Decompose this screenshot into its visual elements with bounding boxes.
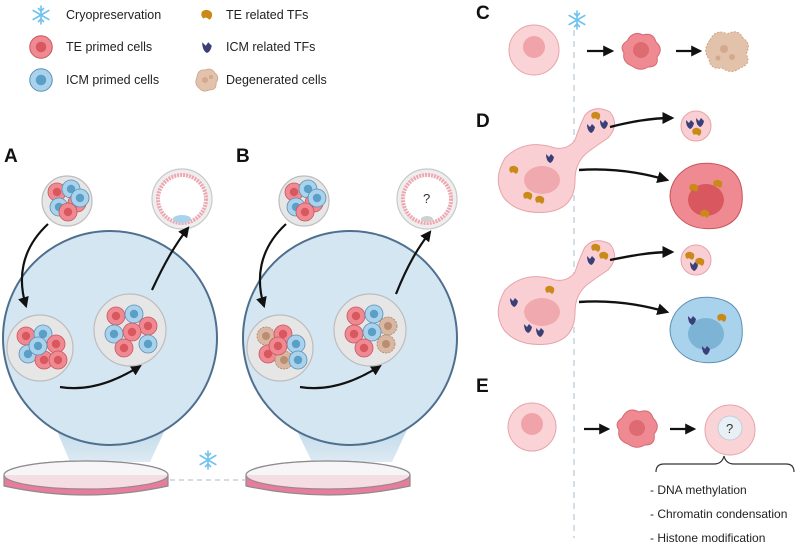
arrow-morula-to-inner xyxy=(256,223,287,309)
petri-dish-a xyxy=(3,460,169,496)
healthy-cell xyxy=(508,24,560,76)
panel-label-d: D xyxy=(476,111,490,132)
degenerated-cell-icon xyxy=(195,68,219,92)
snowflake-icon xyxy=(32,5,50,25)
stressed-cell xyxy=(616,409,658,448)
snowflake-icon xyxy=(568,10,586,30)
arrow-morula-to-inner xyxy=(18,223,49,309)
arrow-inner-progression xyxy=(59,364,142,390)
note-histone-modification: - Histone modification xyxy=(650,531,765,545)
morula-embryo xyxy=(42,176,92,226)
legend-label-te-tfs: TE related TFs xyxy=(226,8,308,22)
brace xyxy=(655,455,795,473)
panel-label-b: B xyxy=(236,146,250,167)
panel-label-c: C xyxy=(476,3,490,24)
blastocyst-question: ? xyxy=(396,168,458,230)
inner-compact-a xyxy=(93,293,167,367)
question-mark: ? xyxy=(726,421,733,436)
petri-dish-b xyxy=(245,460,411,496)
icm-cell-icon xyxy=(29,68,53,92)
panel-label-a: A xyxy=(4,146,18,167)
arrow xyxy=(609,246,675,262)
panel-b: B ? xyxy=(236,146,458,496)
legend-label-icm-tfs: ICM related TFs xyxy=(226,40,315,54)
morula-embryo xyxy=(279,176,329,226)
legend-label-te-cells: TE primed cells xyxy=(66,40,152,54)
arrow-inner-to-blastocyst xyxy=(151,226,190,291)
stressed-cell xyxy=(621,33,661,70)
daughter-small-top xyxy=(680,110,712,142)
panel-a: A xyxy=(2,146,218,496)
note-dna-methylation: - DNA methylation xyxy=(650,483,747,497)
daughter-icm-cell xyxy=(669,296,743,364)
note-chromatin-condensation: - Chromatin condensation xyxy=(650,507,787,521)
question-mark: ? xyxy=(423,191,430,206)
daughter-te-cell xyxy=(669,162,743,230)
snowflake-icon xyxy=(199,450,217,470)
panel-d: D xyxy=(476,108,743,364)
arrow xyxy=(578,168,670,184)
healthy-cell xyxy=(507,402,557,452)
inner-morula-b xyxy=(246,314,314,382)
inner-compact-b xyxy=(333,293,407,367)
te-cell-icon xyxy=(29,35,53,59)
legend-label-icm-cells: ICM primed cells xyxy=(66,73,159,87)
arrow xyxy=(609,112,675,129)
panel-e: E ? - DNA methylation - Chromatin conden… xyxy=(476,376,795,545)
arrow-inner-progression xyxy=(299,364,382,390)
legend-label-degenerated-cells: Degenerated cells xyxy=(226,73,327,87)
dividing-cell-top xyxy=(497,108,615,213)
legend: Cryopreservation TE primed cells ICM pri… xyxy=(29,5,327,92)
arrow-inner-to-blastocyst xyxy=(394,230,432,295)
arrow xyxy=(578,300,670,316)
dividing-cell-bottom xyxy=(497,240,615,345)
degenerated-cell xyxy=(705,31,749,72)
legend-label-cryopreservation: Cryopreservation xyxy=(66,8,161,22)
daughter-small-bottom xyxy=(680,244,712,276)
te-tf-icon xyxy=(201,9,213,20)
panel-c: C xyxy=(476,3,749,76)
panel-label-e: E xyxy=(476,376,489,397)
blastocyst-embryo xyxy=(151,168,213,230)
uncertain-cell: ? xyxy=(704,404,756,456)
inner-morula-a xyxy=(6,314,74,382)
icm-tf-icon xyxy=(202,42,212,53)
